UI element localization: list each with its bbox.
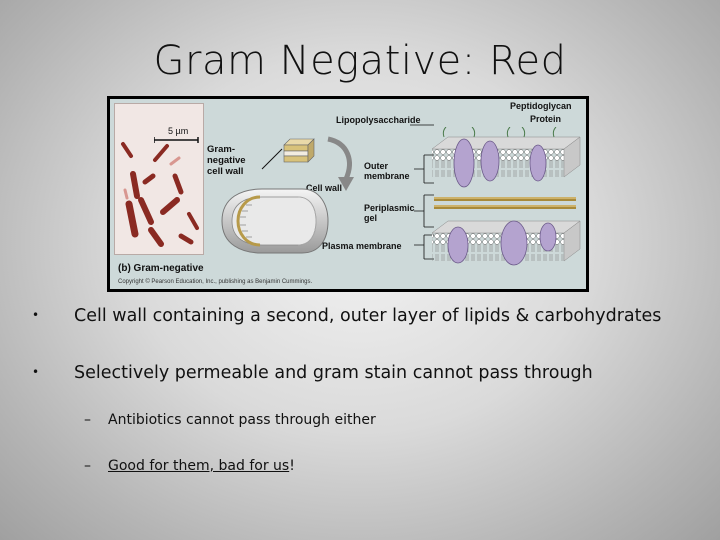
bacteria-micrograph-image (121, 142, 199, 247)
cell-wall-label: Cell wall (306, 183, 343, 193)
bullet-marker: • (32, 308, 40, 322)
scale-label: 5 µm (168, 126, 189, 136)
gram-negative-figure: 5 µm Gram- negative cell wall Cell wall (107, 96, 589, 292)
bullet-cell-wall: • Cell wall containing a second, outer la… (32, 306, 661, 326)
bullet-text: Cell wall containing a second, outer lay… (74, 306, 662, 326)
copyright-credit: Copyright © Pearson Education, Inc., pub… (118, 279, 313, 285)
panel-label: (b) Gram-negative (118, 263, 204, 274)
bullet-marker: • (32, 365, 40, 379)
subbullet-text: Antibiotics cannot pass through either (108, 412, 376, 428)
scale-bar (154, 137, 199, 143)
micrograph (114, 103, 204, 255)
outer-membrane-label: Outer membrane (364, 161, 410, 181)
bullet-permeable: • Selectively permeable and gram stain ca… (32, 363, 593, 383)
subbullet-marker: – (84, 412, 91, 428)
bullet-text: Selectively permeable and gram stain can… (74, 363, 593, 383)
subbullet-good-for-them: – Good for them, bad for us! (84, 458, 295, 474)
slide-title: Gram Negative: Red (153, 38, 567, 84)
protein-label: Protein (530, 114, 562, 124)
membrane-diagram (431, 127, 581, 266)
subbullet-marker: – (84, 458, 91, 474)
subbullet-text-after: ! (289, 458, 295, 474)
rod-cell-illustration (221, 188, 329, 254)
label-brackets (410, 124, 434, 260)
figure-panel: 5 µm Gram- negative cell wall Cell wall (110, 99, 586, 289)
lipopolysaccharide-label: Lipopolysaccharide (336, 115, 421, 125)
curved-arrow-icon (327, 136, 354, 191)
periplasmic-gel-label: Periplasmic gel (364, 203, 415, 223)
cell-wall-type-label: Gram- negative cell wall (207, 144, 246, 177)
pointer-line (261, 148, 283, 170)
subbullet-antibiotics: – Antibiotics cannot pass through either (84, 412, 376, 428)
plasma-membrane-label: Plasma membrane (322, 241, 402, 251)
peptidoglycan-label: Peptidoglycan (510, 101, 572, 111)
wall-layers-icon (283, 138, 315, 163)
good-for-them-link[interactable]: Good for them, bad for us (108, 458, 290, 474)
